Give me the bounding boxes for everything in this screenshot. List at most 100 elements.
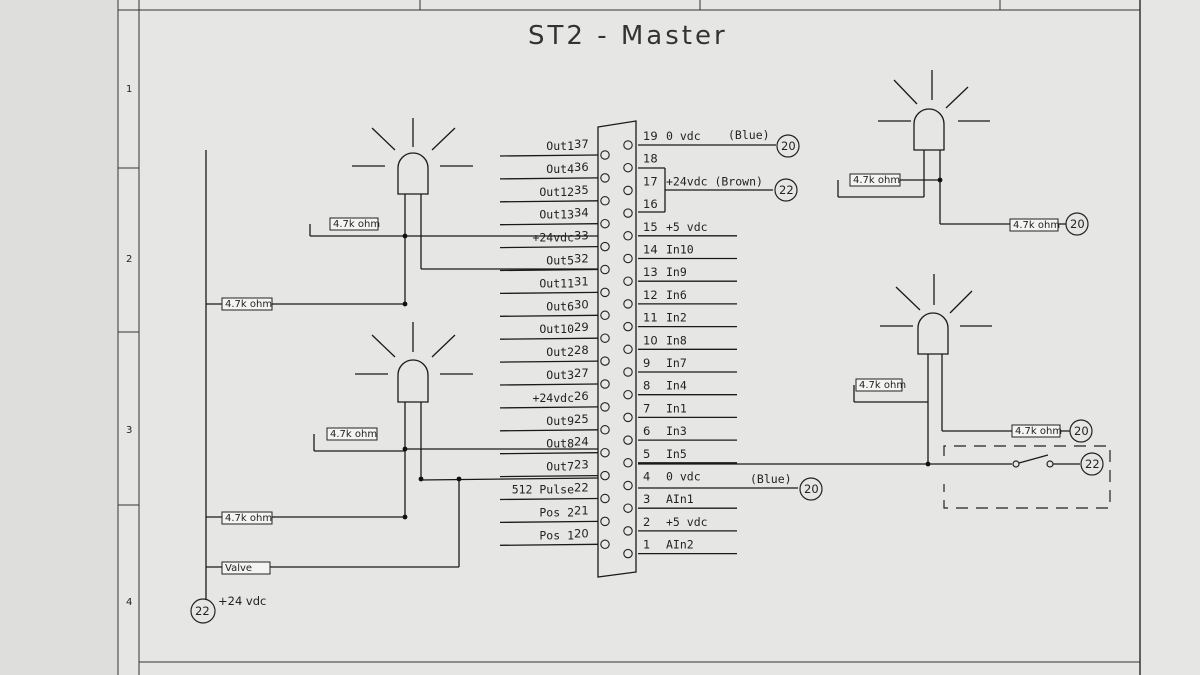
connector-pin bbox=[600, 402, 610, 412]
right-pin-name: AIn2 bbox=[666, 538, 694, 552]
pin-row-line bbox=[499, 406, 599, 409]
left-pin-name: Out5 bbox=[546, 254, 574, 268]
valve-switch bbox=[943, 445, 1111, 509]
left-pin-number: 25 bbox=[574, 412, 589, 426]
connector-pin bbox=[623, 526, 633, 536]
left-pin-number: 24 bbox=[574, 435, 589, 449]
indicator-lamp-upper-left bbox=[309, 118, 598, 304]
pin-row-line bbox=[499, 429, 599, 432]
ref-22: 22 bbox=[195, 604, 210, 618]
left-pin-name: +24vdc bbox=[532, 231, 574, 245]
right-pin-number: 14 bbox=[643, 243, 658, 257]
left-pin-number: 26 bbox=[574, 389, 589, 403]
left-pin-name: Out3 bbox=[546, 368, 574, 382]
right-pin-number: 1 bbox=[643, 538, 650, 552]
zone-number: 2 bbox=[126, 254, 132, 265]
pin-row-line bbox=[499, 497, 599, 501]
right-pin-name: +24vdc (Brown) bbox=[666, 174, 763, 188]
pin-row-line bbox=[499, 360, 599, 363]
right-pin-number: 3 bbox=[643, 492, 650, 506]
connector-pin bbox=[623, 299, 633, 309]
right-pin-number: 11 bbox=[643, 311, 658, 325]
right-pin-name: In1 bbox=[666, 401, 687, 415]
connector-pin bbox=[600, 196, 610, 206]
connector-pin bbox=[623, 548, 633, 559]
right-pin-name: In4 bbox=[666, 379, 687, 393]
right-pin-name: 0 vdc bbox=[666, 470, 701, 484]
resistor-label: 4.7k ohm bbox=[333, 219, 380, 230]
pin-row-line bbox=[499, 314, 599, 317]
right-pin-number: 9 bbox=[643, 356, 650, 370]
connector-pin bbox=[600, 447, 610, 458]
right-pin-number: 7 bbox=[643, 401, 650, 415]
right-pin-name: In5 bbox=[666, 447, 687, 461]
connector-pin bbox=[600, 425, 610, 435]
left-pin-name: Out13 bbox=[539, 208, 574, 222]
left-pin-name: +24vdc bbox=[532, 391, 574, 405]
left-pin-number: 35 bbox=[574, 183, 589, 197]
right-pin-name: In10 bbox=[666, 243, 694, 257]
connector-pin bbox=[600, 493, 610, 504]
ref-20: 20 bbox=[804, 482, 819, 496]
zone-number: 1 bbox=[126, 84, 132, 95]
resistor-label: 4.7k ohm bbox=[225, 513, 272, 524]
left-pin-name: 512 Pulse bbox=[512, 483, 574, 497]
ref-22: 22 bbox=[1085, 457, 1100, 471]
connector-pin bbox=[600, 150, 610, 160]
pin-row-line bbox=[499, 291, 599, 295]
left-pin-number: 31 bbox=[574, 274, 589, 288]
left-pin-name: Out1 bbox=[546, 139, 574, 153]
connector-pin bbox=[623, 435, 633, 445]
connector-pin bbox=[600, 173, 610, 183]
connector-pin bbox=[623, 367, 633, 377]
indicator-lamp-lower-right: 4.7k ohm 4.7k ohm bbox=[853, 274, 1070, 467]
zone-number: 4 bbox=[126, 597, 132, 608]
right-pin-name: In6 bbox=[666, 288, 687, 302]
indicator-lamp-upper-right: 4.7k ohm 4.7k ohm bbox=[837, 70, 1066, 232]
connector-pin bbox=[623, 253, 633, 264]
ref-20: 20 bbox=[781, 139, 796, 153]
connector-pin bbox=[623, 231, 633, 241]
valve-label: Valve bbox=[225, 563, 252, 574]
connector-pin bbox=[623, 321, 633, 332]
left-pin-name: Out10 bbox=[539, 322, 574, 336]
pin-row-line bbox=[499, 177, 599, 180]
left-pin-number: 20 bbox=[574, 526, 589, 540]
resistor-label: 4.7k ohm bbox=[1013, 220, 1060, 231]
right-pin-name: 0 vdc bbox=[666, 129, 701, 143]
ref-20: 20 bbox=[1070, 217, 1085, 231]
pin-row-line bbox=[499, 452, 599, 455]
left-supply-bus: +24 vdc bbox=[205, 150, 266, 608]
left-pin-name: Out11 bbox=[539, 276, 574, 290]
ref-20: 20 bbox=[1074, 424, 1089, 438]
right-pin-number: 12 bbox=[643, 288, 658, 302]
connector-pin bbox=[623, 208, 633, 218]
left-pin-number: 28 bbox=[574, 343, 589, 357]
connector-pins bbox=[600, 140, 633, 559]
connector-pin bbox=[623, 140, 633, 150]
right-pin-name: In7 bbox=[666, 356, 687, 370]
db37-connector-shell bbox=[597, 120, 637, 578]
left-pin-number: 30 bbox=[574, 297, 589, 311]
connector-pin bbox=[600, 516, 610, 527]
right-pin-name: In9 bbox=[666, 265, 687, 279]
left-pin-name: Out2 bbox=[546, 345, 574, 359]
connector-pin bbox=[600, 379, 610, 389]
right-pin-number: 8 bbox=[643, 379, 650, 393]
connector-pin bbox=[623, 503, 633, 513]
right-pin-name: In2 bbox=[666, 311, 687, 325]
pin-row-line bbox=[499, 200, 599, 203]
diagram-title: ST2 - Master bbox=[528, 21, 728, 51]
right-pin-name: +5 vdc bbox=[666, 220, 708, 234]
left-pin-number: 23 bbox=[574, 458, 589, 472]
right-pin-name: +5 vdc bbox=[666, 515, 708, 529]
connector-pin bbox=[623, 185, 633, 196]
resistor-label: 4.7k ohm bbox=[859, 380, 906, 391]
right-pin-number: 10 bbox=[643, 333, 658, 347]
connector-pin bbox=[600, 241, 610, 252]
left-pin-number: 36 bbox=[574, 160, 589, 174]
connector-pin bbox=[623, 412, 633, 423]
left-pin-name: Pos 2 bbox=[539, 505, 574, 519]
pin-row-line bbox=[499, 543, 599, 546]
